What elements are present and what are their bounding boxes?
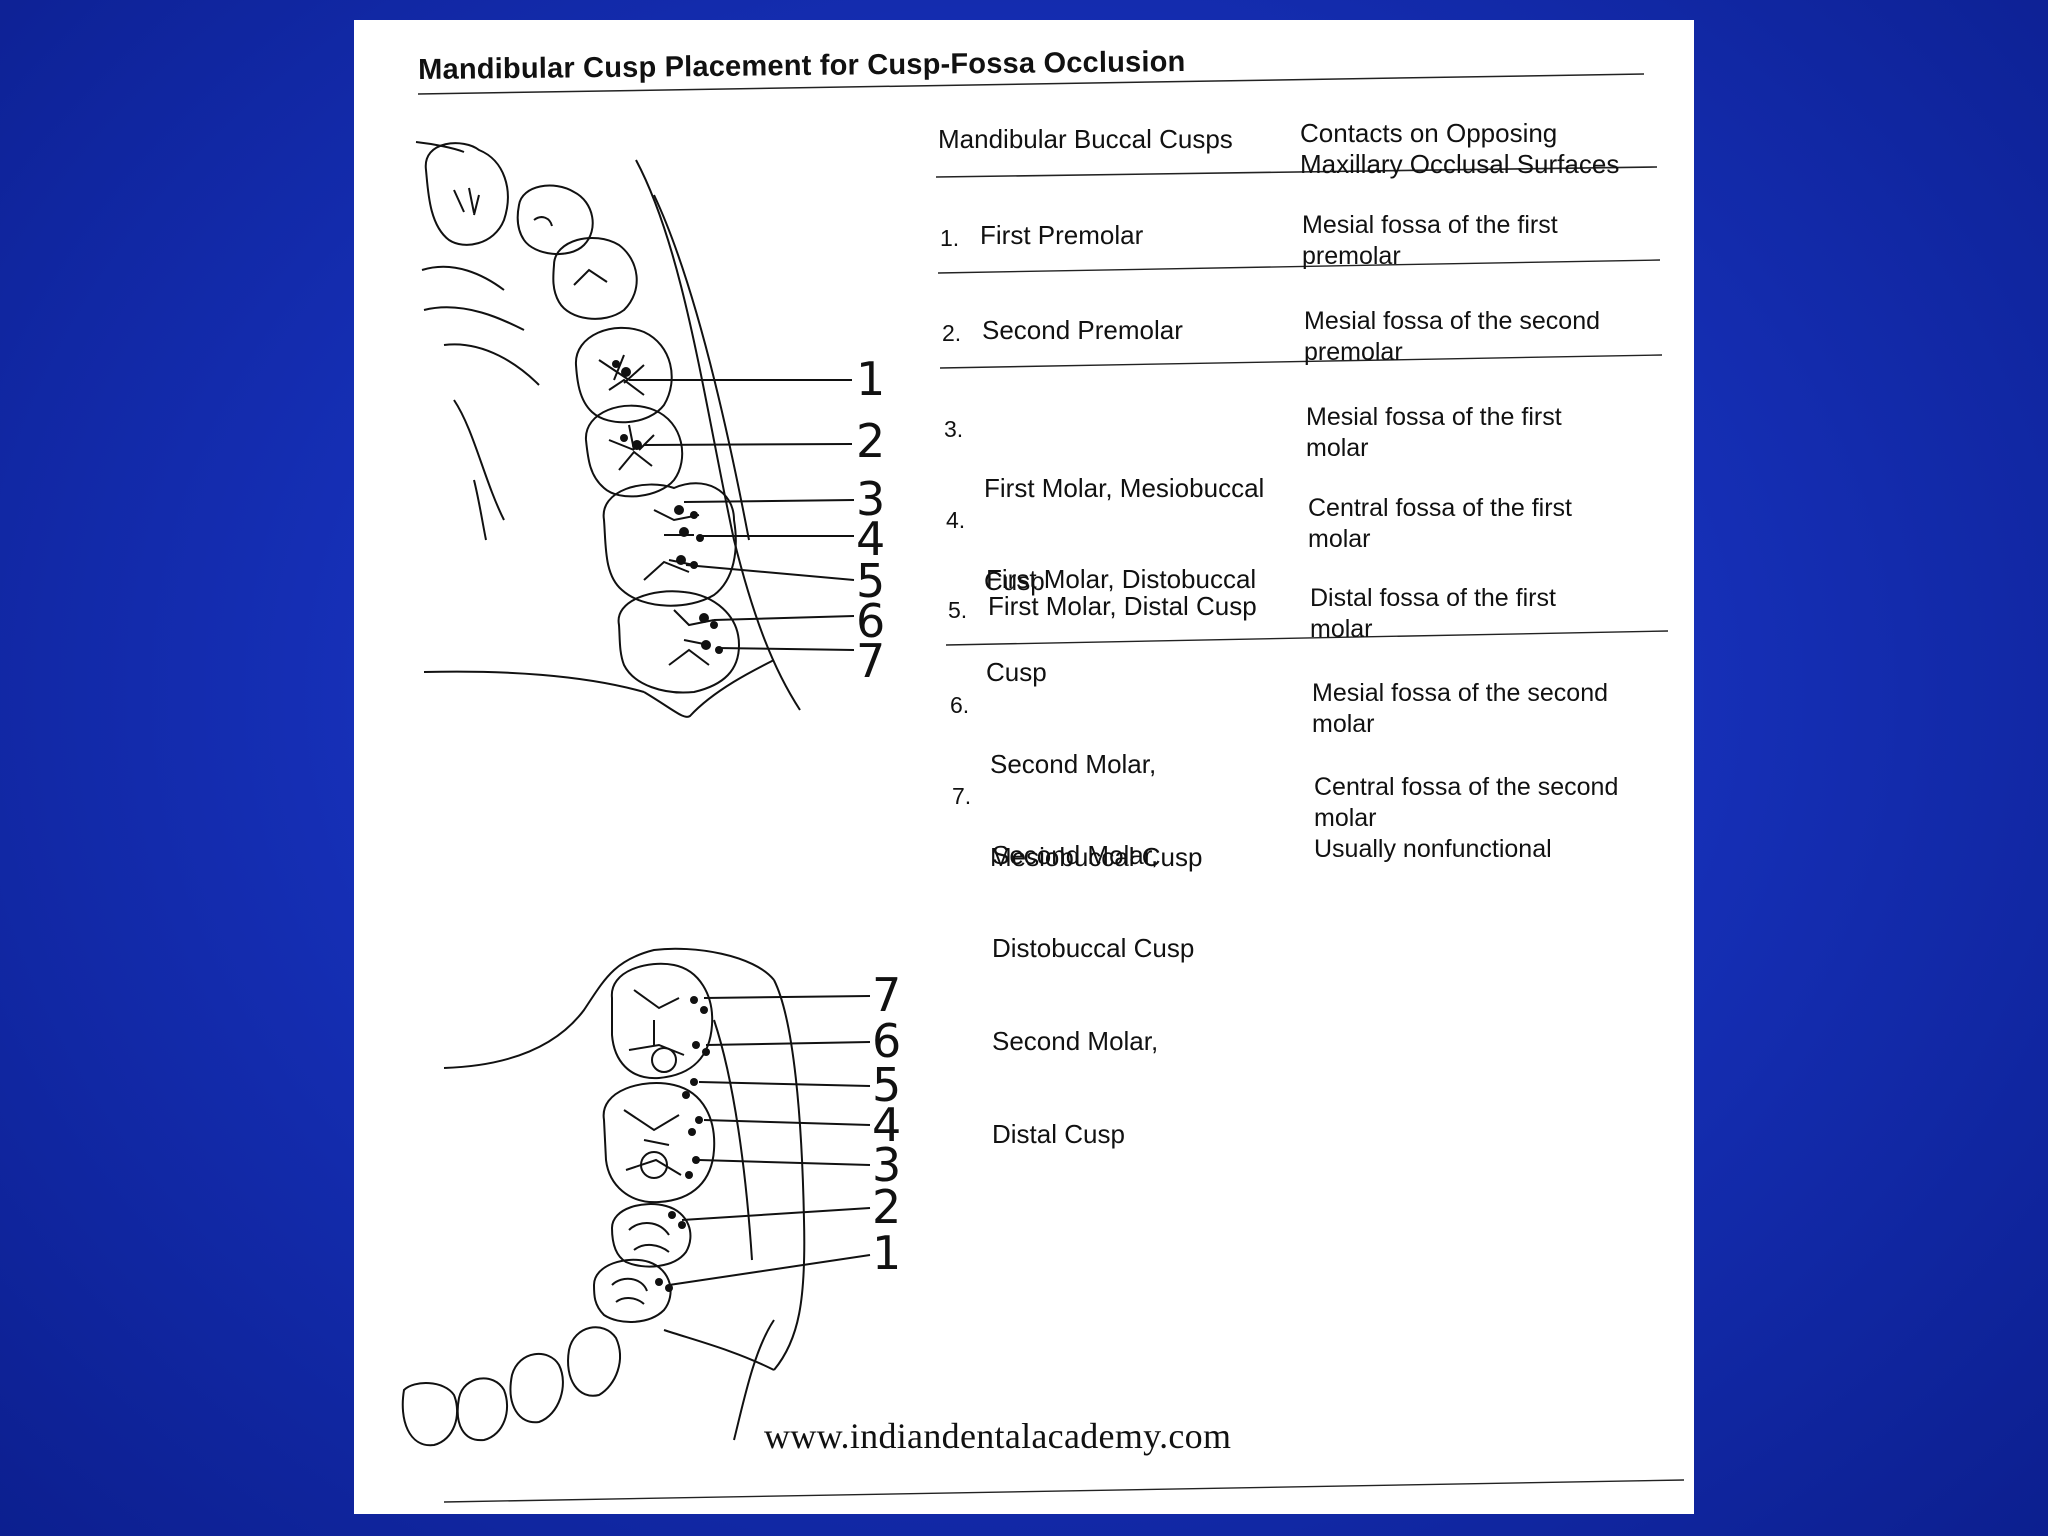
cusp-name: First Premolar [980, 220, 1144, 250]
website-watermark: www.indiandentalacademy.com [764, 1416, 1232, 1456]
contact-description: Central fossa of the second molar Usuall… [1314, 772, 1618, 865]
contact-line: Central fossa of the first [1308, 494, 1573, 522]
cusp-name: First Molar, Distobuccal Cusp [986, 502, 1256, 750]
cusp-line: Mesiobuccal Cusp [990, 842, 1203, 872]
table-header-rule [935, 166, 1658, 178]
contact-line: Usually nonfunctional [1314, 835, 1552, 863]
contact-line: molar [1312, 710, 1375, 738]
cusp-line: Distal Cusp [992, 1119, 1125, 1149]
contact-line: premolar [1304, 338, 1403, 366]
cusp-line: Cusp [984, 566, 1045, 596]
row-number: 6. [950, 692, 970, 718]
contact-line: Mesial fossa of the second [1304, 307, 1600, 335]
cusp-line: Second Molar, [992, 1026, 1159, 1056]
contact-description: Central fossa of the first molar [1308, 493, 1572, 555]
figure-label: 6 [856, 594, 886, 648]
cusp-line: First Molar, Mesiobuccal [984, 473, 1265, 503]
figure-label: 3 [872, 1138, 902, 1192]
figure-label: 5 [872, 1058, 902, 1112]
contact-description: Mesial fossa of the first premolar [1302, 210, 1558, 272]
column-header-cusps: Mandibular Buccal Cusps [938, 124, 1233, 154]
cusp-line: Second Molar, [990, 749, 1157, 779]
row-number: 1. [940, 225, 960, 251]
contact-line: Mesial fossa of the second [1312, 679, 1608, 707]
contact-description: Mesial fossa of the second molar [1312, 678, 1608, 740]
figure-label: 1 [856, 352, 886, 406]
contact-line: molar [1308, 525, 1371, 553]
figure-label: 6 [872, 1014, 902, 1068]
leader-lines-lower [668, 995, 871, 1286]
table-rule [939, 354, 1663, 369]
contact-line: molar [1314, 804, 1377, 832]
contact-line: Mesial fossa of the first [1302, 211, 1558, 239]
contact-line: Distal fossa of the first [1310, 584, 1556, 612]
contact-description: Distal fossa of the first molar [1310, 583, 1556, 645]
leader-lines-upper [629, 379, 855, 651]
contact-line: Central fossa of the second [1314, 773, 1619, 801]
cusp-line: Second Molar, [992, 840, 1159, 870]
figure-label: 1 [872, 1226, 902, 1280]
row-number: 4. [946, 507, 966, 533]
contact-line: Mesial fossa of the first [1306, 403, 1562, 431]
table-rule [945, 630, 1669, 646]
cusp-marks-upper [612, 360, 723, 654]
cusp-name: Second Molar, Mesiobuccal Cusp [990, 687, 1202, 935]
cusp-name: Second Molar, Distobuccal Cusp Second Mo… [992, 778, 1194, 1212]
column-header-contacts: Contacts on Opposing Maxillary Occlusal … [1300, 118, 1619, 180]
column-header-contacts-line2: Maxillary Occlusal Surfaces [1300, 149, 1620, 179]
figure-label: 4 [856, 512, 886, 566]
bottom-rule [443, 1479, 1685, 1503]
contact-description: Mesial fossa of the first molar [1306, 402, 1562, 464]
row-number: 3. [944, 416, 964, 442]
cusp-line: Cusp [986, 657, 1047, 687]
tooth-illustrations [401, 73, 1685, 1503]
figure-label: 3 [856, 472, 886, 526]
maxillary-arch-drawing [401, 947, 806, 1447]
row-number: 5. [948, 597, 968, 623]
diagram-panel: Mandibular Cusp Placement for Cusp-Fossa… [354, 20, 1694, 1514]
figure-label: 2 [856, 414, 886, 468]
figure-label: 7 [872, 968, 902, 1022]
cusp-name: First Molar, Mesiobuccal Cusp [984, 411, 1264, 659]
table-rule [937, 259, 1661, 274]
figure-label: 2 [872, 1180, 902, 1234]
contact-line: molar [1310, 615, 1373, 643]
row-number: 2. [942, 320, 962, 346]
figure-label: 7 [856, 634, 886, 688]
figure-label: 5 [856, 554, 886, 608]
column-header-contacts-line1: Contacts on Opposing [1300, 118, 1558, 148]
cusp-line: Distobuccal Cusp [992, 933, 1195, 963]
cusp-line: First Molar, Distobuccal [986, 564, 1257, 594]
cusp-marks-lower [655, 996, 710, 1292]
contact-description: Mesial fossa of the second premolar [1304, 306, 1600, 368]
contact-line: premolar [1302, 242, 1401, 270]
cusp-name: First Molar, Distal Cusp [988, 591, 1257, 621]
mandibular-arch-drawing [415, 141, 801, 718]
row-number: 7. [952, 783, 972, 809]
title-underline [417, 73, 1645, 95]
cusp-name: Second Premolar [982, 315, 1183, 345]
figure-label: 4 [872, 1098, 902, 1152]
contact-line: molar [1306, 434, 1369, 462]
